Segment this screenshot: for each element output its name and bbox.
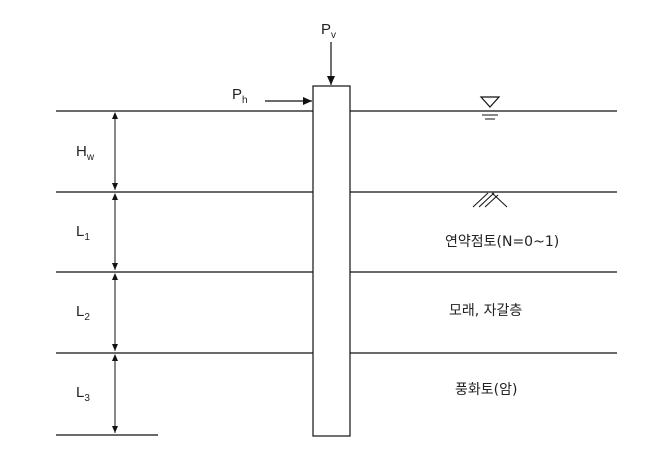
layer-label-soft-clay: 연약점토(N=0~1) (445, 234, 559, 250)
water-level-icon (479, 96, 501, 120)
dimension-label-l2: L2 (76, 303, 90, 323)
vertical-load-label: Pv (321, 21, 336, 41)
dimension-label-l3: L3 (76, 384, 90, 404)
horizontal-load-label: Ph (232, 86, 248, 106)
dimension-label-hw: Hw (76, 143, 95, 163)
pile (312, 85, 351, 437)
layer-label-weathered-soil: 풍화토(암) (455, 382, 517, 398)
ground-hatch-icon (472, 192, 508, 208)
dimension-label-l1: L1 (76, 223, 90, 243)
layer-label-sand-gravel: 모래, 자갈층 (449, 303, 522, 319)
